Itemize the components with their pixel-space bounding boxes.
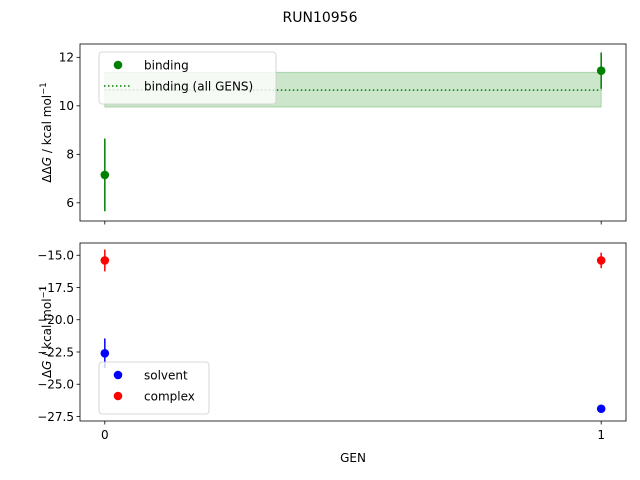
figure-title: RUN10956 [283,10,358,26]
y-axis-label-prefix: ΔΔ [40,165,54,182]
y-axis-label: ΔG / kcal mol−1 [39,286,54,378]
y-axis-label-variable: G [40,157,54,166]
x-tick-label: 1 [597,428,605,442]
y-axis-label-exponent: −1 [39,82,49,95]
bottom-axes-frame [79,242,627,422]
y-axis-label-variable: G [40,361,54,370]
legend-marker [113,391,123,401]
solvent-point [596,404,606,414]
legend-box [98,51,277,105]
y-axis-label-unit: / kcal mol [40,95,54,157]
y-tick-label: −15.0 [37,249,74,263]
y-tick-label: −17.5 [37,281,74,295]
legend-marker [113,60,123,70]
legend-label: complex [144,389,195,403]
y-tick-label: −22.5 [37,345,74,359]
binding-point [100,170,110,180]
legend-label: binding (all GENS) [144,79,253,93]
top-legend: binding binding (all GENS) [98,51,277,105]
bottom-legend: solvent complex [98,361,210,415]
y-tick-label: 10 [59,99,74,113]
y-tick-label: −25.0 [37,378,74,392]
top-axes-frame [79,43,627,222]
y-tick-label: 8 [66,148,74,162]
legend-box [98,361,210,415]
x-tick-label: 0 [101,428,109,442]
x-axis-label: GEN [340,451,366,465]
legend-marker [113,370,123,380]
y-axis-label-prefix: Δ [40,369,54,378]
y-axis-label-exponent: −1 [39,286,49,299]
y-axis-label: ΔΔG / kcal mol−1 [39,82,54,182]
y-tick-label: 6 [66,196,74,210]
y-axis-label-unit: / kcal mol [40,298,54,360]
complex-point [100,256,110,265]
binding-point [596,66,606,75]
legend-label: binding [144,58,189,72]
solvent-point [100,348,110,358]
legend-label: solvent [144,368,188,382]
y-tick-label: −20.0 [37,313,74,327]
y-tick-label: 12 [59,51,74,65]
y-tick-label: −27.5 [37,410,74,424]
complex-point [596,256,606,265]
